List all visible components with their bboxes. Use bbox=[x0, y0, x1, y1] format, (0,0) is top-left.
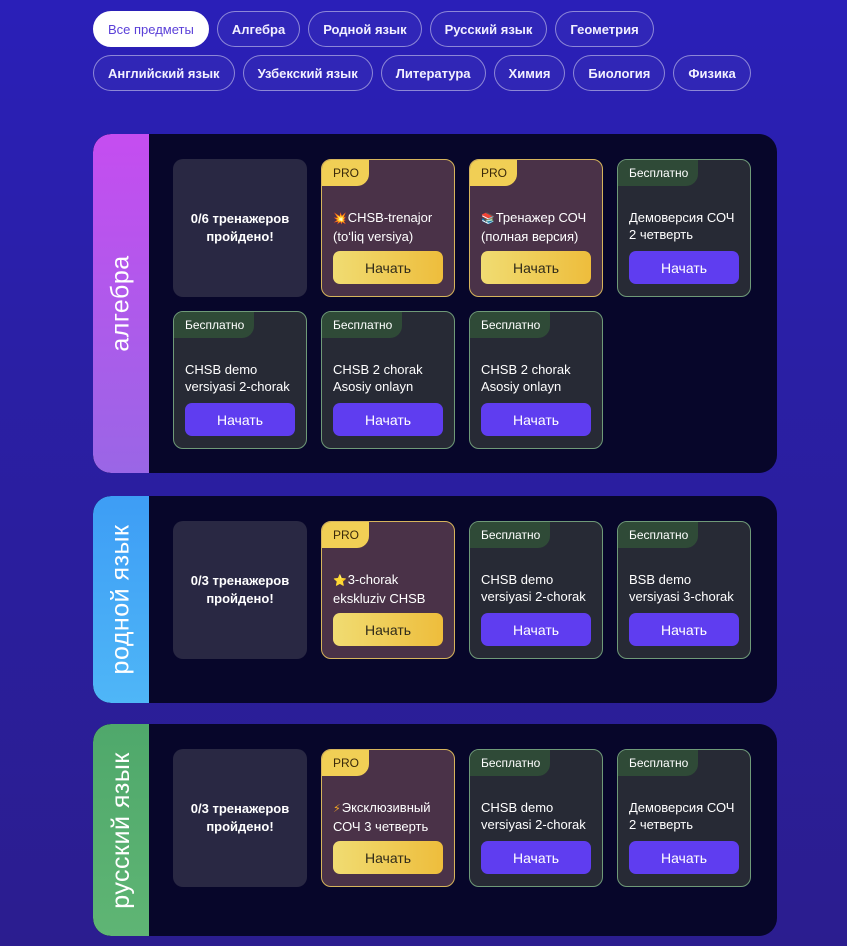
free-badge: Бесплатно bbox=[470, 312, 551, 338]
pro-badge: PRO bbox=[322, 522, 370, 548]
trainer-card: PRO ⭐3-chorak ekskluziv CHSB Начать bbox=[321, 521, 455, 659]
start-button[interactable]: Начать bbox=[481, 251, 591, 284]
trainer-title: CHSB demo versiyasi 2-chorak bbox=[481, 800, 586, 832]
trainer-card: Бесплатно Демоверсия СОЧ 2 четверть Нача… bbox=[617, 749, 751, 887]
filter-russian-language[interactable]: Русский язык bbox=[429, 11, 548, 47]
free-badge: Бесплатно bbox=[174, 312, 255, 338]
trainer-title: CHSB demo versiyasi 2-chorak bbox=[481, 572, 586, 604]
free-badge: Бесплатно bbox=[618, 522, 699, 548]
free-badge: Бесплатно bbox=[470, 522, 551, 548]
filter-all-subjects[interactable]: Все предметы bbox=[93, 11, 209, 47]
start-button[interactable]: Начать bbox=[629, 251, 739, 284]
trainer-title: Демоверсия СОЧ 2 четверть bbox=[629, 800, 735, 832]
filter-english[interactable]: Английский язык bbox=[93, 55, 235, 91]
start-button[interactable]: Начать bbox=[481, 841, 591, 874]
trainer-card: PRO 📚Тренажер СОЧ (полная версия) Начать bbox=[469, 159, 603, 297]
filter-biology[interactable]: Биология bbox=[573, 55, 666, 91]
section-algebra: алгебра 0/6 тренажеров пройдено! PRO 💥CH… bbox=[93, 134, 777, 473]
trainer-title-text: Тренажер СОЧ (полная версия) bbox=[481, 210, 587, 244]
trainer-card: Бесплатно CHSB demo versiyasi 2-chorak Н… bbox=[173, 311, 307, 449]
start-button[interactable]: Начать bbox=[333, 841, 443, 874]
start-button[interactable]: Начать bbox=[481, 403, 591, 436]
start-button[interactable]: Начать bbox=[333, 251, 443, 284]
trainer-title: 📚Тренажер СОЧ (полная версия) bbox=[481, 209, 594, 245]
trainer-title-text: CHSB-trenajor (to‘liq versiya) bbox=[333, 210, 433, 244]
free-badge: Бесплатно bbox=[470, 750, 551, 776]
section-label-russian-language: русский язык bbox=[93, 724, 149, 936]
books-icon: 📚 bbox=[481, 213, 495, 225]
pro-badge: PRO bbox=[322, 160, 370, 186]
trainer-title-text: 3-chorak ekskluziv CHSB bbox=[333, 572, 426, 606]
free-badge: Бесплатно bbox=[322, 312, 403, 338]
filter-physics[interactable]: Физика bbox=[673, 55, 751, 91]
start-button[interactable]: Начать bbox=[629, 613, 739, 646]
section-title: родной язык bbox=[106, 524, 135, 675]
pro-badge: PRO bbox=[470, 160, 518, 186]
trainer-card: Бесплатно CHSB demo versiyasi 2-chorak Н… bbox=[469, 749, 603, 887]
filter-literature[interactable]: Литература bbox=[380, 55, 486, 91]
trainer-title: ⭐3-chorak ekskluziv CHSB bbox=[333, 571, 446, 607]
start-button[interactable]: Начать bbox=[481, 613, 591, 646]
trainer-card: PRO ⚡Эксклюзивный СОЧ 3 четверть Начать bbox=[321, 749, 455, 887]
explosion-icon: 💥 bbox=[333, 213, 347, 225]
star-icon: ⭐ bbox=[333, 575, 347, 587]
trainer-title: CHSB 2 chorak Asosiy onlayn bbox=[481, 362, 571, 394]
section-title: алгебра bbox=[106, 255, 135, 352]
filter-geometry[interactable]: Геометрия bbox=[555, 11, 654, 47]
trainer-card: Бесплатно CHSB 2 chorak Asosiy onlayn На… bbox=[469, 311, 603, 449]
start-button[interactable]: Начать bbox=[333, 613, 443, 646]
start-button[interactable]: Начать bbox=[185, 403, 295, 436]
filter-uzbek[interactable]: Узбекский язык bbox=[242, 55, 373, 91]
filter-row-1: Все предметы Алгебра Родной язык Русский… bbox=[93, 11, 773, 47]
trainer-title-text: Эксклюзивный СОЧ 3 четверть bbox=[333, 800, 431, 834]
filter-chemistry[interactable]: Химия bbox=[493, 55, 566, 91]
free-badge: Бесплатно bbox=[618, 750, 699, 776]
trainer-title: ⚡Эксклюзивный СОЧ 3 четверть bbox=[333, 799, 446, 835]
start-button[interactable]: Начать bbox=[629, 841, 739, 874]
trainer-card: Бесплатно CHSB 2 chorak Asosiy onlayn На… bbox=[321, 311, 455, 449]
section-russian-language: русский язык 0/3 тренажеров пройдено! PR… bbox=[93, 724, 777, 936]
trainer-title: 💥CHSB-trenajor (to‘liq versiya) bbox=[333, 209, 446, 245]
trainer-title: BSB demo versiyasi 3-chorak bbox=[629, 572, 734, 604]
start-button[interactable]: Начать bbox=[333, 403, 443, 436]
section-label-native-language: родной язык bbox=[93, 496, 149, 703]
section-label-algebra: алгебра bbox=[93, 134, 149, 473]
trainer-title: Демоверсия СОЧ 2 четверть bbox=[629, 210, 735, 242]
trainer-card: Бесплатно CHSB demo versiyasi 2-chorak Н… bbox=[469, 521, 603, 659]
trainer-card: Бесплатно BSB demo versiyasi 3-chorak На… bbox=[617, 521, 751, 659]
progress-card: 0/3 тренажеров пройдено! bbox=[173, 749, 307, 887]
trainer-card: Бесплатно Демоверсия СОЧ 2 четверть Нача… bbox=[617, 159, 751, 297]
progress-text: 0/3 тренажеров пройдено! bbox=[190, 573, 290, 606]
progress-text: 0/6 тренажеров пройдено! bbox=[190, 211, 290, 244]
trainer-title: CHSB 2 chorak Asosiy onlayn bbox=[333, 362, 423, 394]
trainer-card: PRO 💥CHSB-trenajor (to‘liq versiya) Нача… bbox=[321, 159, 455, 297]
progress-text: 0/3 тренажеров пройдено! bbox=[190, 801, 290, 834]
subject-filters: Все предметы Алгебра Родной язык Русский… bbox=[93, 11, 773, 99]
trainer-title: CHSB demo versiyasi 2-chorak bbox=[185, 362, 290, 394]
progress-card: 0/3 тренажеров пройдено! bbox=[173, 521, 307, 659]
section-native-language: родной язык 0/3 тренажеров пройдено! PRO… bbox=[93, 496, 777, 703]
filter-row-2: Английский язык Узбекский язык Литератур… bbox=[93, 55, 773, 91]
progress-card: 0/6 тренажеров пройдено! bbox=[173, 159, 307, 297]
section-title: русский язык bbox=[106, 751, 135, 909]
filter-algebra[interactable]: Алгебра bbox=[216, 11, 301, 47]
free-badge: Бесплатно bbox=[618, 160, 699, 186]
pro-badge: PRO bbox=[322, 750, 370, 776]
lightning-icon: ⚡ bbox=[333, 803, 341, 815]
filter-native-language[interactable]: Родной язык bbox=[308, 11, 422, 47]
